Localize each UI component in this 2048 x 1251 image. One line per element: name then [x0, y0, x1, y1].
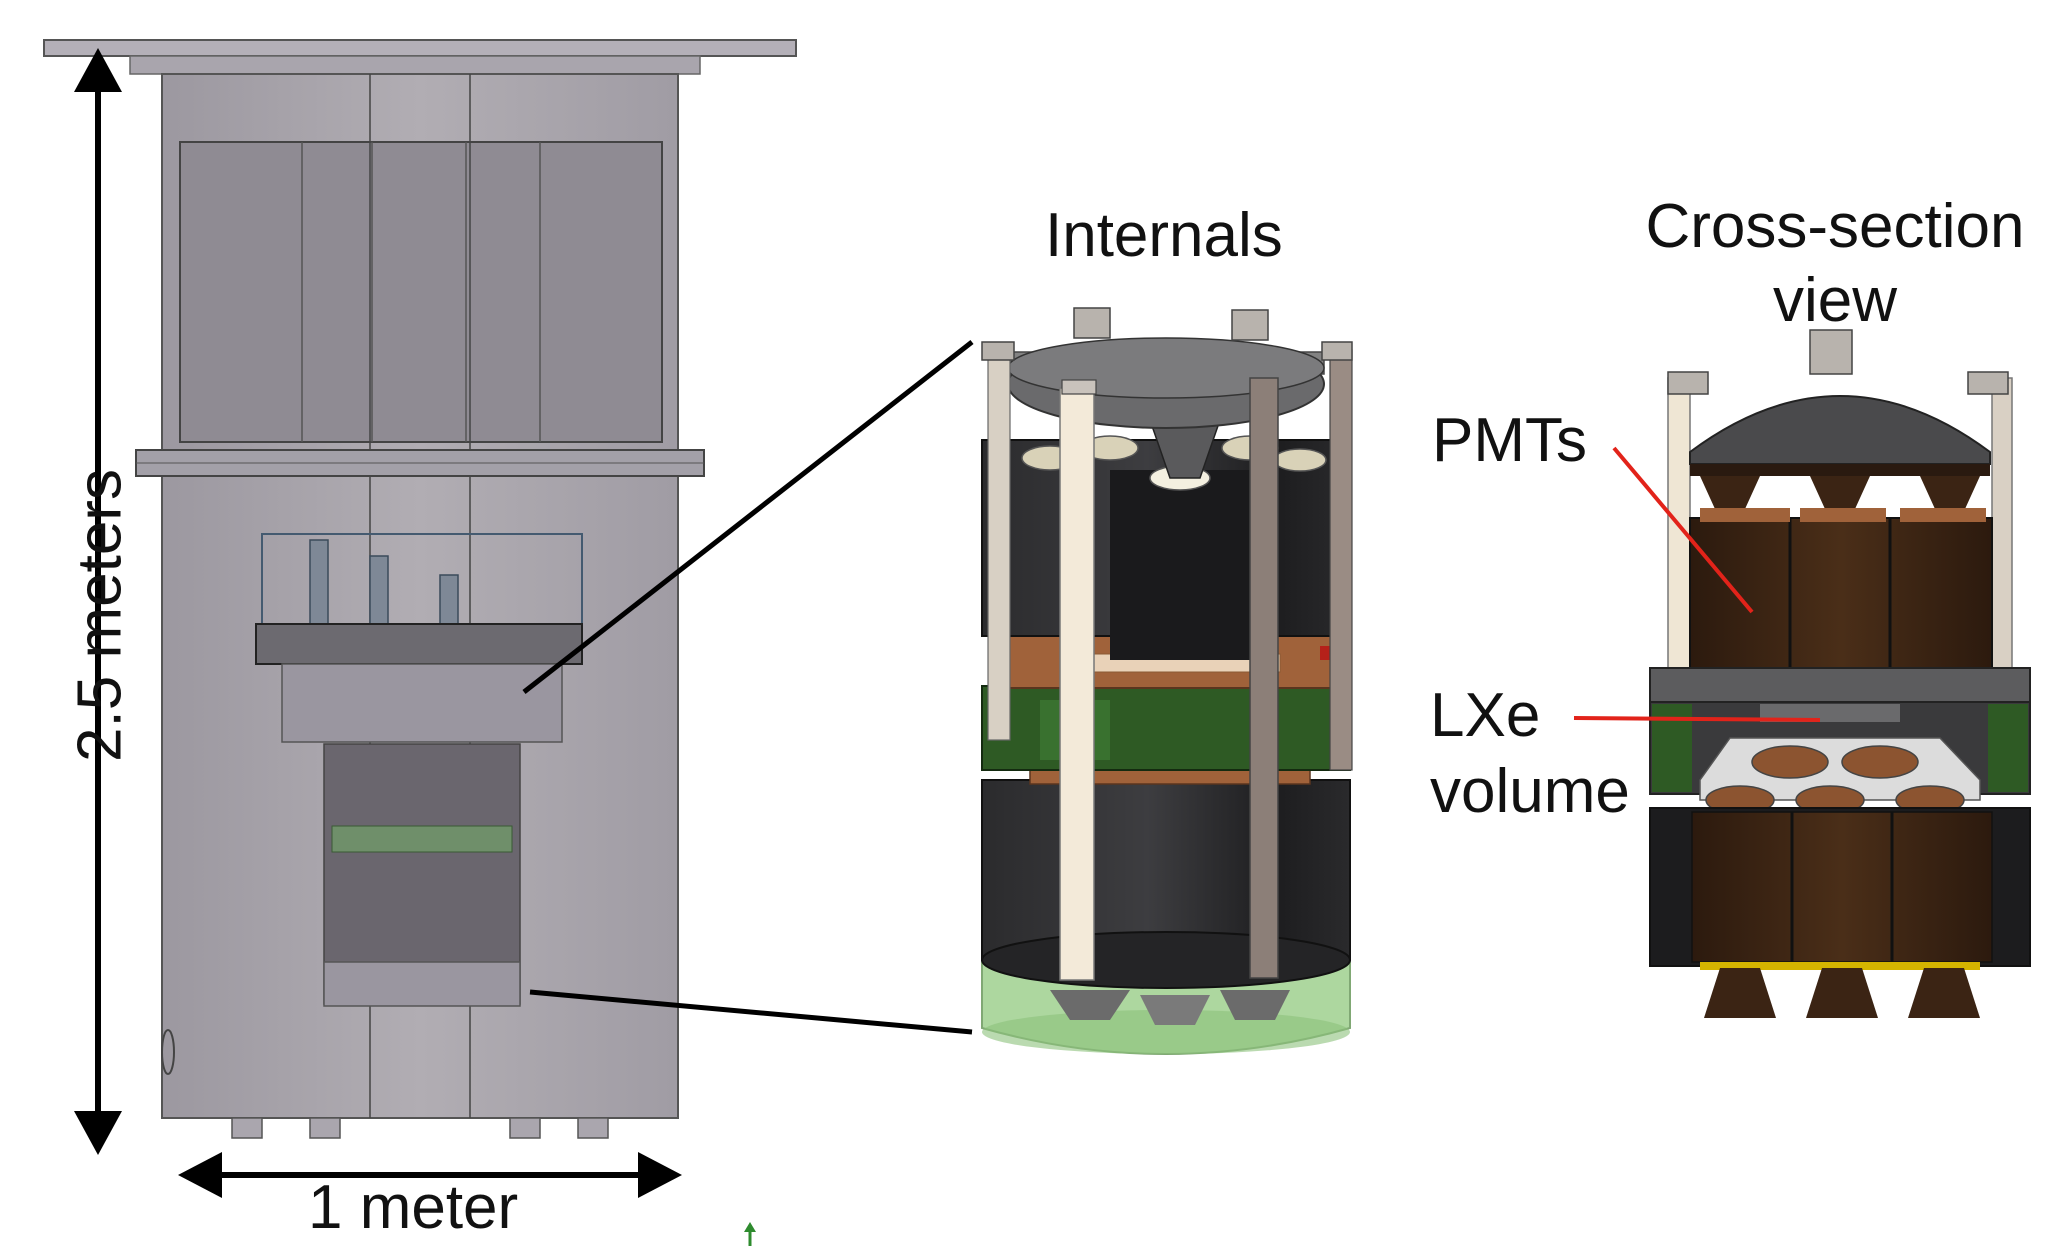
cross-section-label: Cross-section view — [1640, 190, 2030, 338]
leader-line-top — [522, 340, 974, 694]
green-field-ring — [981, 685, 1351, 771]
detector-top-flange — [255, 623, 583, 665]
support-rod-front — [1059, 387, 1095, 981]
leader-line-bottom — [529, 989, 973, 1035]
internals-model — [981, 307, 1353, 1055]
top-flange — [43, 39, 797, 57]
internals-label: Internals — [1045, 201, 1283, 270]
cross-section-model — [1649, 329, 2031, 1018]
detector-core — [323, 743, 521, 1005]
height-dimension-arrow — [74, 48, 122, 1155]
cross-section-label-line2: view — [1772, 266, 1898, 335]
lxe-volume-label: LXe volume — [1430, 678, 1630, 830]
support-rod-right — [1249, 377, 1279, 979]
pmts-pointer-line — [1612, 446, 1754, 614]
lxe-label-line1: LXe — [1430, 681, 1541, 750]
pmts-label: PMTs — [1432, 406, 1587, 475]
axis-triad-icon — [744, 1222, 756, 1246]
width-dimension-label: 1 meter — [308, 1173, 519, 1242]
upper-chamber — [179, 141, 663, 443]
outer-vessel — [43, 39, 797, 1139]
lxe-label-line2: volume — [1430, 757, 1630, 826]
lxe-volume-section — [1649, 667, 2031, 703]
lxe-pointer-line — [1573, 716, 1821, 722]
cross-section-lid — [1689, 395, 1991, 465]
width-dimension-arrow — [178, 1152, 682, 1198]
cross-section-label-line1: Cross-section — [1645, 192, 2025, 261]
height-dimension-label: 2.5 meters — [65, 469, 135, 762]
lower-pmt-array — [981, 779, 1351, 961]
